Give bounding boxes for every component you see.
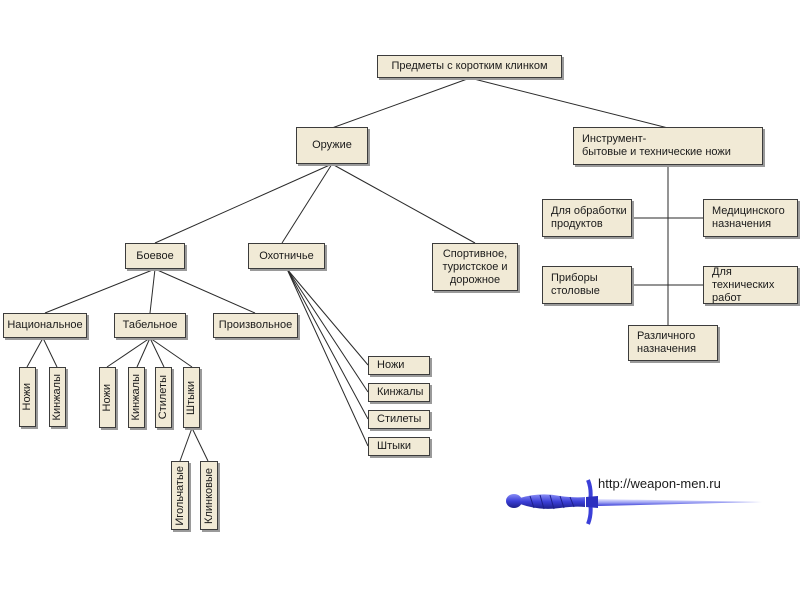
tools-technical-label: Для технических работ [712,265,775,304]
tools-food-label: Для обработки продуктов [551,205,627,230]
standard-knives-label: Ножи [101,383,113,412]
combat-node: Боевое [125,243,185,269]
hunting-item-bayonets: Штыки [368,437,430,456]
sport-label: Спортивное, туристское и дорожное [442,247,508,286]
standard-node: Табельное [114,313,186,338]
standard-item-daggers: Кинжалы [128,367,145,428]
hunting-node: Охотничье [248,243,325,269]
weapons-node: Оружие [296,127,368,164]
tools-item-various: Различного назначения [628,325,718,361]
hunting-daggers-label: Кинжалы [377,386,424,398]
tools-medical-label: Медицинского назначения [712,205,785,230]
watermark-url: http://weapon-men.ru [598,476,721,491]
hunting-label: Охотничье [259,249,314,262]
tools-item-food: Для обработки продуктов [542,199,632,237]
standard-bayonets-label: Штыки [185,380,197,415]
bayonet-needle-label: Игольчатые [173,465,186,526]
tools-label: Инструмент- бытовые и технические ножи [582,133,731,158]
root-node: Предметы с коротким клинком [377,55,562,78]
hunting-knives-label: Ножи [377,359,405,371]
tools-item-medical: Медицинского назначения [703,199,798,237]
hunting-bayonets-label: Штыки [377,440,411,452]
standard-stilettos-label: Стилеты [157,375,169,420]
tools-item-technical: Для технических работ [703,266,798,304]
standard-item-knives: Ножи [99,367,116,428]
national-label: Национальное [7,319,83,331]
tools-table-label: Приборы столовые [551,272,600,297]
arbitrary-label: Произвольное [218,319,293,331]
bayonet-blade-label: Клинковые [202,467,215,524]
standard-daggers-label: Кинжалы [130,374,142,421]
national-item-knives: Ножи [19,367,36,427]
standard-item-bayonets: Штыки [183,367,200,428]
bayonet-blade: Клинковые [200,461,218,530]
sport-node: Спортивное, туристское и дорожное [432,243,518,291]
standard-label: Табельное [122,319,178,331]
hunting-item-stilettos: Стилеты [368,410,430,429]
sword-icon [506,479,762,525]
root-label: Предметы с коротким клинком [391,60,548,72]
hunting-item-daggers: Кинжалы [368,383,430,402]
combat-label: Боевое [136,249,174,262]
weapons-label: Оружие [312,139,352,151]
bayonet-needle: Игольчатые [171,461,189,530]
hunting-item-knives: Ножи [368,356,430,375]
national-item-daggers: Кинжалы [49,367,66,427]
hunting-stilettos-label: Стилеты [377,413,422,425]
standard-item-stilettos: Стилеты [155,367,172,428]
national-daggers-label: Кинжалы [51,373,63,421]
tools-various-label: Различного назначения [637,330,697,355]
tools-item-table: Приборы столовые [542,266,632,304]
national-node: Национальное [3,313,87,338]
tools-node: Инструмент- бытовые и технические ножи [573,127,763,165]
arbitrary-node: Произвольное [213,313,298,338]
national-knives-label: Ножи [21,383,33,411]
